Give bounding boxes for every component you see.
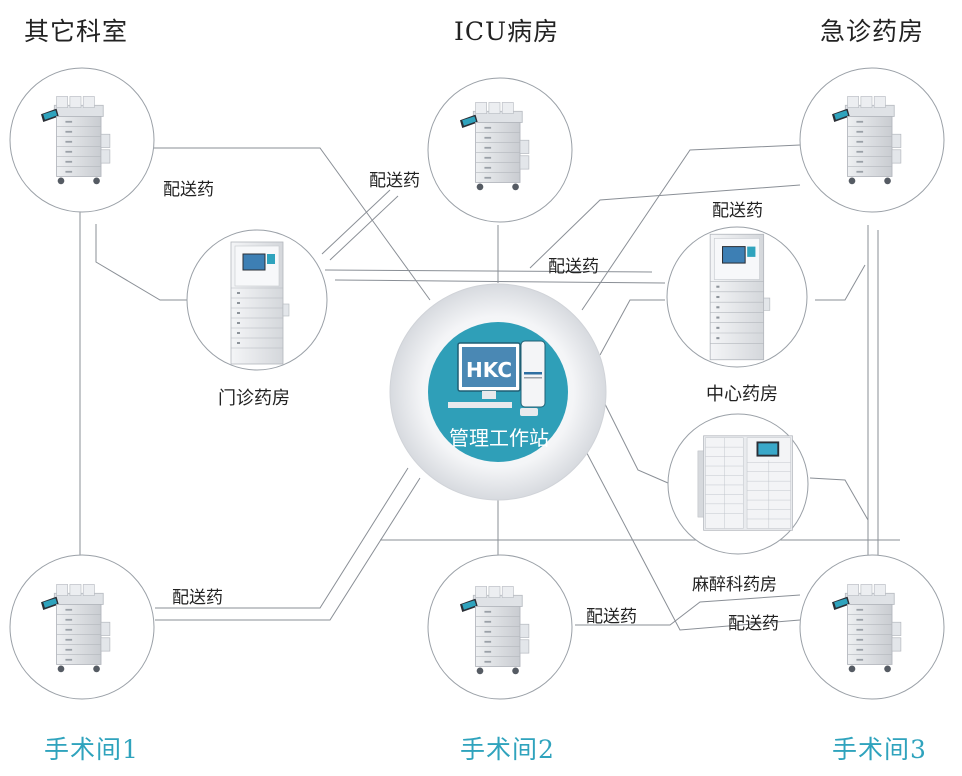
delivery-label: 配送药 bbox=[163, 180, 214, 200]
node-label-operating-room-3: 手术间3 bbox=[832, 735, 927, 764]
delivery-label: 配送药 bbox=[728, 614, 779, 634]
dispensing-cabinet-icon bbox=[230, 241, 290, 365]
management-workstation-hub bbox=[389, 283, 607, 501]
drawer-cabinet-icon bbox=[697, 435, 793, 531]
hub-label: 管理工作站 bbox=[449, 426, 549, 450]
node-label-operating-room-1: 手术间1 bbox=[44, 735, 139, 764]
delivery-label: 配送药 bbox=[369, 171, 420, 191]
node-label-central-pharmacy: 中心药房 bbox=[706, 384, 778, 405]
hub-brand: HKC bbox=[466, 358, 513, 382]
node-label-operating-room-2: 手术间2 bbox=[460, 735, 555, 764]
node-label-icu: ICU病房 bbox=[454, 17, 560, 46]
dispensing-cabinet-icon bbox=[709, 233, 771, 361]
delivery-label: 配送药 bbox=[172, 588, 223, 608]
delivery-label: 配送药 bbox=[548, 257, 599, 277]
delivery-label: 配送药 bbox=[712, 201, 763, 221]
node-label-emergency-pharmacy: 急诊药房 bbox=[820, 17, 925, 46]
keyboard-icon bbox=[448, 402, 512, 408]
node-label-anesthesia-pharmacy: 麻醉科药房 bbox=[692, 575, 777, 595]
node-label-outpatient-pharmacy: 门诊药房 bbox=[218, 388, 290, 409]
node-label-other-departments: 其它科室 bbox=[24, 17, 129, 46]
connection-lines bbox=[79, 144, 900, 631]
delivery-label: 配送药 bbox=[586, 607, 637, 627]
